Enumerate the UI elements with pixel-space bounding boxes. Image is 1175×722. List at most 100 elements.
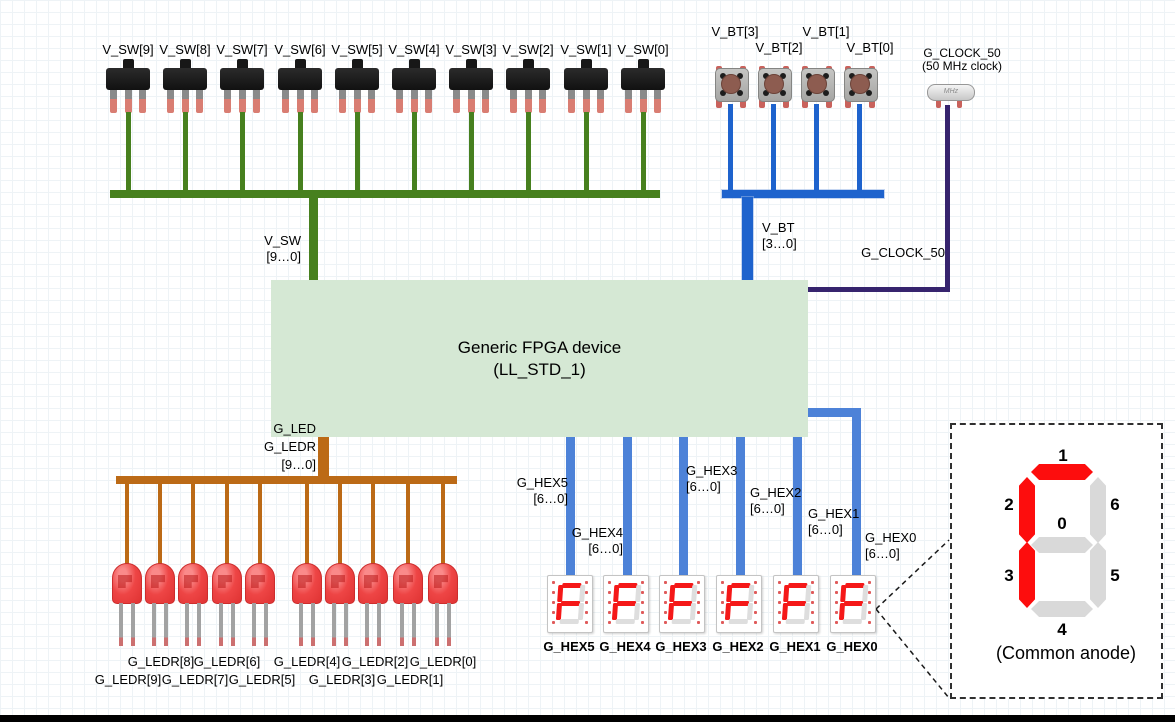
fpga-subtitle: (LL_STD_1) — [493, 359, 586, 379]
switch-label: V_SW[0] — [617, 42, 669, 57]
slide-switch-v-sw-3[interactable]: V_SW[3] — [445, 42, 497, 192]
legend-segment-top — [1031, 464, 1093, 480]
push-button-v-bt-1[interactable] — [799, 66, 835, 196]
display-pins — [754, 581, 757, 584]
switch-body-icon — [163, 68, 207, 90]
clock-pin — [936, 98, 941, 108]
digit-f — [602, 576, 650, 632]
push-button-v-bt-0[interactable] — [842, 66, 878, 196]
slide-switch-v-sw-2[interactable]: V_SW[2] — [502, 42, 554, 192]
led-leg — [365, 603, 369, 646]
push-button-v-bt-2[interactable] — [756, 66, 792, 196]
button-wire — [728, 104, 733, 190]
switch-label: V_SW[7] — [216, 42, 268, 57]
led-label: G_LEDR[1] — [376, 672, 444, 687]
led-leg — [311, 603, 315, 646]
display-label: G_HEX4 — [599, 639, 651, 654]
slide-switch-v-sw-6[interactable]: V_SW[6] — [274, 42, 326, 192]
switch-pins — [625, 90, 661, 113]
slide-switch-v-sw-9[interactable]: V_SW[9] — [102, 42, 154, 192]
led-leg — [264, 603, 268, 646]
led-leg — [435, 603, 439, 646]
switch-knob-icon — [581, 59, 592, 73]
legend-number-upper-right: 6 — [1110, 495, 1120, 514]
legend-number-middle: 0 — [1057, 514, 1067, 533]
seven-segment-display-g-hex1 — [773, 575, 819, 633]
display-pins — [585, 581, 588, 584]
switch-body-icon — [335, 68, 379, 90]
switch-body-icon — [449, 68, 493, 90]
button-pin — [802, 97, 808, 108]
hex1-wire-label: G_HEX1[6…0] — [808, 506, 860, 537]
digit-f — [772, 576, 820, 632]
switch-wire — [641, 112, 646, 190]
clock-wire-horizontal — [808, 287, 950, 292]
hex3-wire-label: G_HEX3[6…0] — [686, 463, 738, 494]
slide-switch-v-sw-5[interactable]: V_SW[5] — [331, 42, 383, 192]
switch-knob-icon — [409, 59, 420, 73]
bottom-black-bar — [0, 715, 1175, 722]
switch-knob-icon — [180, 59, 191, 73]
led-wire — [371, 484, 375, 565]
push-button-v-bt-3[interactable] — [713, 66, 749, 196]
led-leg — [344, 603, 348, 646]
switch-label: V_SW[4] — [388, 42, 440, 57]
seven-segment-display-g-hex4 — [603, 575, 649, 633]
led-leg — [219, 603, 223, 646]
led-body-icon — [245, 563, 275, 604]
led-label: G_LEDR[6] — [193, 654, 261, 669]
led-body-icon — [393, 563, 423, 604]
led-leg — [299, 603, 303, 646]
slide-switch-v-sw-7[interactable]: V_SW[7] — [216, 42, 268, 192]
switch-label: V_SW[2] — [502, 42, 554, 57]
hex4-wire-label: G_HEX4[6…0] — [571, 525, 623, 556]
button-wire — [857, 104, 862, 190]
slide-switch-v-sw-4[interactable]: V_SW[4] — [388, 42, 440, 192]
switch-knob-icon — [638, 59, 649, 73]
legend-segment-upper-left — [1019, 477, 1035, 543]
switch-pins — [282, 90, 318, 113]
switch-label: V_SW[8] — [159, 42, 211, 57]
button-label-v-bt-0: V_BT[0] — [846, 40, 894, 55]
led-leg — [447, 603, 451, 646]
display-pins — [811, 581, 814, 584]
switch-label: V_SW[6] — [274, 42, 326, 57]
led-wire — [158, 484, 162, 565]
display-pins — [641, 581, 644, 584]
led-wire — [191, 484, 195, 565]
switch-knob-icon — [352, 59, 363, 73]
clock-subtitle: (50 MHz clock) — [921, 59, 1002, 73]
slide-switch-v-sw-0[interactable]: V_SW[0] — [617, 42, 669, 192]
switch-wire — [355, 112, 360, 190]
vsw-bus-label: V_SW[9…0] — [264, 233, 301, 264]
button-pin — [826, 97, 832, 108]
fpga-device: Generic FPGA device (LL_STD_1) — [271, 280, 808, 437]
legend-segment-lower-right — [1090, 542, 1106, 608]
slide-switch-v-sw-1[interactable]: V_SW[1] — [560, 42, 612, 192]
switch-wire — [526, 112, 531, 190]
led-leg — [164, 603, 168, 646]
led-leg — [377, 603, 381, 646]
led-wire — [125, 484, 129, 565]
vbt-bus-bar — [722, 190, 884, 198]
seven-segment-display-g-hex2 — [716, 575, 762, 633]
legend-segment-lower-left — [1019, 542, 1035, 608]
led-g-ledr-9 — [110, 484, 144, 646]
slide-switch-v-sw-8[interactable]: V_SW[8] — [159, 42, 211, 192]
display-label: G_HEX3 — [655, 639, 707, 654]
hex1-wire — [793, 437, 802, 576]
led-body-icon — [112, 563, 142, 604]
seven-segment-display-g-hex3 — [659, 575, 705, 633]
digit-f — [658, 576, 706, 632]
button-wire — [814, 104, 819, 190]
led-g-ledr-4 — [290, 484, 324, 646]
switch-pins — [396, 90, 432, 113]
led-label: G_LEDR[3] — [308, 672, 376, 687]
led-wire — [338, 484, 342, 565]
button-pin — [869, 97, 875, 108]
button-cap-icon — [764, 74, 784, 94]
led-body-icon — [212, 563, 242, 604]
switch-wire — [584, 112, 589, 190]
switch-pins — [110, 90, 146, 113]
led-body-icon — [325, 563, 355, 604]
